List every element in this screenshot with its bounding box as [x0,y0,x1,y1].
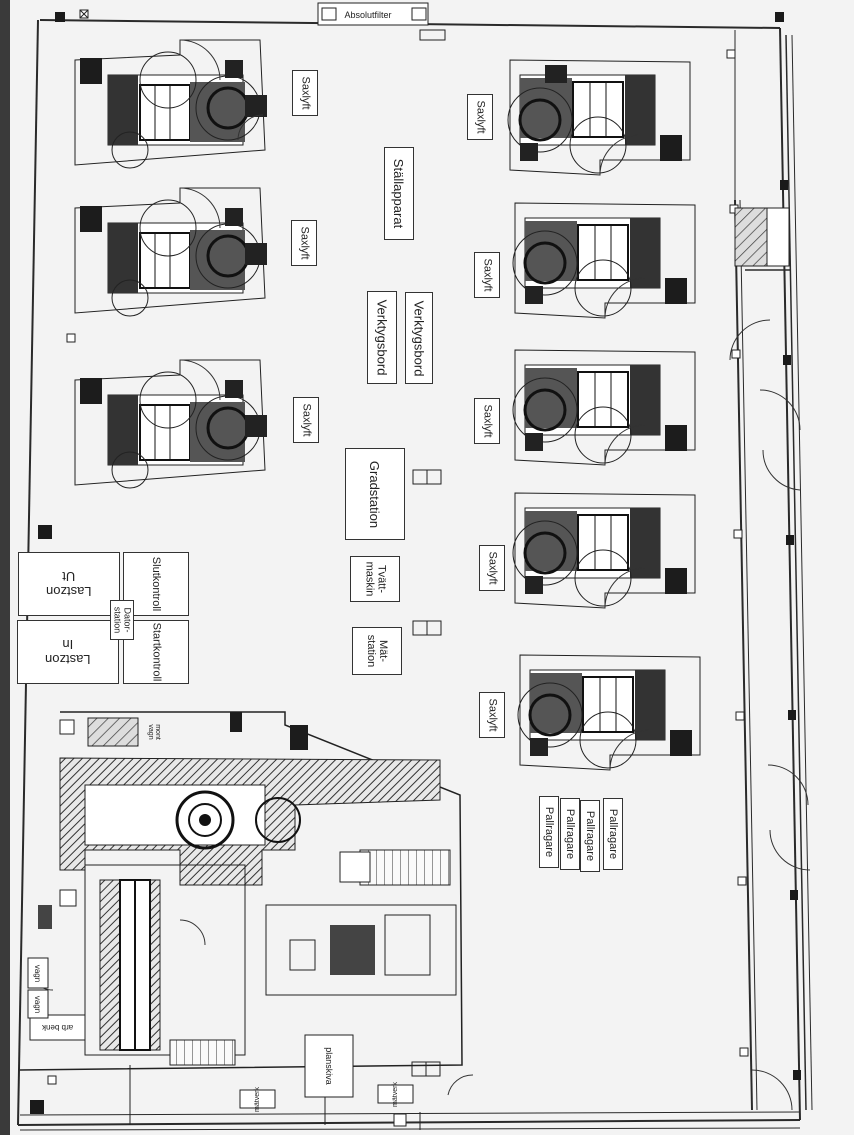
matverk-box-right [377,1084,414,1104]
machine-left-3 [74,359,267,489]
absolutfilter-box [317,2,429,26]
machine-right-3 [512,349,696,466]
machine-right-2 [512,202,696,319]
planskiva-label: planskiva [324,1047,334,1085]
tvattmaskin-label: Tvätt- maskin [350,556,400,602]
exterior-hatched-area [734,207,768,267]
verktygsbord-label-2: Verktygsbord [367,291,397,384]
saxlyft-left-2: Saxlyft [291,220,317,266]
mont-vagn-label: mont vagn [147,724,161,740]
matverk-label-left: mätverk [254,1086,261,1112]
exterior-sign [766,207,790,267]
pallragare-label-2: Pallragare [580,800,600,872]
vagn-label-2: vagn [33,995,43,1013]
machine-right-1 [507,59,691,176]
startkontroll-area: Startkontroll [123,620,189,684]
datorstation-label: Dator- station [110,600,134,640]
pallragare-label-3: Pallragare [560,798,580,870]
verktygsbord-label-1: Verktygsbord [405,292,433,384]
page-edge [0,0,10,1135]
machine-right-5 [517,654,701,771]
lastzon-ut-area: Lastzon Ut [18,552,120,616]
saxlyft-right-4: Saxlyft [479,545,505,591]
pallragare-label-1: Pallragare [603,798,623,870]
saxlyft-right-5: Saxlyft [479,692,505,738]
machine-left-1 [74,39,267,169]
saxlyft-right-3: Saxlyft [474,398,500,444]
small-socket [419,29,446,41]
stallapparat-label: Ställapparat [384,147,414,240]
machine-right-4 [512,492,696,609]
lastzon-in-area: Lastzon In [17,620,119,684]
matverk-label-right: mätverk [392,1081,399,1107]
absolutfilter-label: Absolutfilter [344,10,392,20]
gradstation-label: Gradstation [345,448,405,540]
vagn-label-1: vagn [33,964,43,982]
saxlyft-right-1: Saxlyft [467,94,493,140]
saxlyft-right-2: Saxlyft [474,252,500,298]
matstation-label: Mät- station [352,627,402,675]
saxlyft-left-3: Saxlyft [293,397,319,443]
wall-pillars [30,12,801,1114]
planskiva-box [304,1034,354,1098]
arb-benk-label: arb benk [41,1023,74,1032]
center-sockets [411,469,442,1077]
saxlyft-left-1: Saxlyft [292,70,318,116]
matverk-box-left [239,1089,276,1109]
production-cell [19,711,463,1125]
machine-left-2 [74,187,267,317]
slutkontroll-area: Slutkontroll [123,552,189,616]
pallragare-label-4: Pallragare [539,796,559,868]
